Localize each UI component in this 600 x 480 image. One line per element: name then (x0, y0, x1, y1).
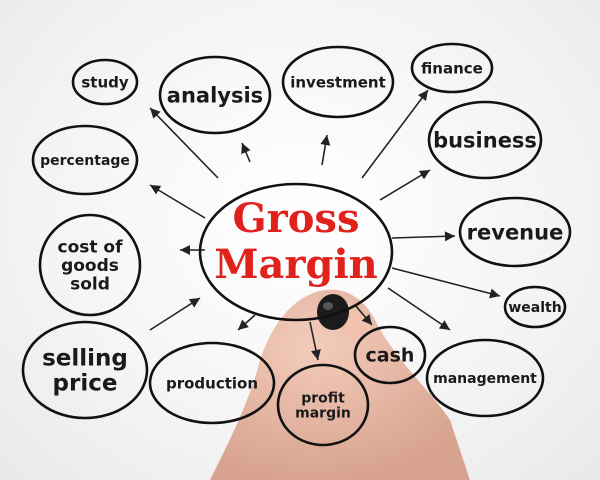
node-label-cost-of-goods-sold-0: cost of (58, 238, 124, 258)
node-label-cash-0: cash (366, 345, 415, 367)
node-bubble-finance (410, 42, 494, 94)
node-bubble-business (427, 100, 543, 180)
arrowhead-finance (418, 90, 428, 101)
node-bubble-investment (281, 45, 395, 119)
node-label-wealth-0: wealth (508, 300, 561, 316)
node-wealth: wealth (503, 285, 567, 329)
node-label-profit-margin-1: margin (295, 405, 351, 421)
node-bubble-cash (353, 325, 427, 385)
node-study: study (71, 58, 139, 106)
node-label-cost-of-goods-sold-2: sold (70, 274, 110, 294)
node-label-profit-margin-0: profit (301, 390, 345, 406)
node-management: management (425, 338, 545, 418)
node-label-revenue-0: revenue (467, 220, 564, 244)
arrowhead-study (150, 108, 161, 119)
node-label-business-0: business (433, 128, 537, 152)
link-wealth (391, 267, 501, 297)
link-finance (361, 89, 429, 179)
links-layer (149, 89, 501, 361)
node-label-selling-price-0: selling (42, 346, 128, 372)
node-label-study-0: study (81, 73, 129, 91)
node-investment: investment (281, 45, 395, 119)
node-label-cost-of-goods-sold-1: goods (61, 256, 119, 276)
node-finance: finance (410, 42, 494, 94)
arrowhead-wealth (489, 288, 500, 299)
arrowhead-selling-price (188, 298, 200, 308)
node-label-selling-price-1: price (53, 370, 118, 396)
node-business: business (427, 100, 543, 180)
node-label-analysis-0: analysis (167, 83, 263, 107)
arrowhead-production (238, 319, 249, 330)
nodes-layer: study analysis investment finance business pe… (21, 42, 572, 447)
node-bubble-management (425, 338, 545, 418)
arrowhead-percentage (150, 185, 162, 195)
link-study (149, 107, 219, 179)
arrowhead-profit-margin (311, 349, 321, 360)
arrowhead-management (438, 320, 450, 330)
node-revenue: revenue (458, 196, 572, 268)
arrowhead-revenue (444, 231, 455, 242)
hand-with-marker (210, 289, 470, 480)
node-analysis: analysis (158, 55, 272, 135)
node-label-management-0: management (433, 371, 537, 387)
arrowhead-cost-of-goods-sold (180, 245, 190, 255)
node-bubble-study (71, 58, 139, 106)
arrowhead-cash (361, 314, 372, 325)
link-management (387, 287, 451, 331)
node-bubble-percentage (31, 124, 139, 196)
node-bubble-profit-margin (276, 363, 370, 447)
node-bubble-wealth (503, 285, 567, 329)
node-bubble-production (148, 341, 276, 425)
arrowhead-investment (320, 135, 331, 146)
center-line-2: Margin (214, 241, 378, 288)
node-label-production-0: production (166, 374, 258, 392)
node-bubble-analysis (158, 55, 272, 135)
center-line-1: Gross (233, 195, 360, 242)
node-label-finance-0: finance (421, 59, 483, 77)
node-bubble-revenue (458, 196, 572, 268)
node-bubble-selling-price (21, 320, 149, 420)
node-label-investment-0: investment (290, 73, 386, 91)
arrowhead-analysis (241, 143, 251, 155)
center-node: Gross Margin (198, 182, 394, 322)
node-production: production (148, 341, 276, 425)
node-bubble-cost-of-goods-sold (38, 213, 142, 317)
node-cash: cash (353, 325, 427, 385)
node-label-percentage-0: percentage (40, 153, 130, 169)
link-revenue (391, 235, 456, 239)
arrowhead-business (418, 170, 430, 180)
link-percentage (149, 184, 206, 219)
node-percentage: percentage (31, 124, 139, 196)
